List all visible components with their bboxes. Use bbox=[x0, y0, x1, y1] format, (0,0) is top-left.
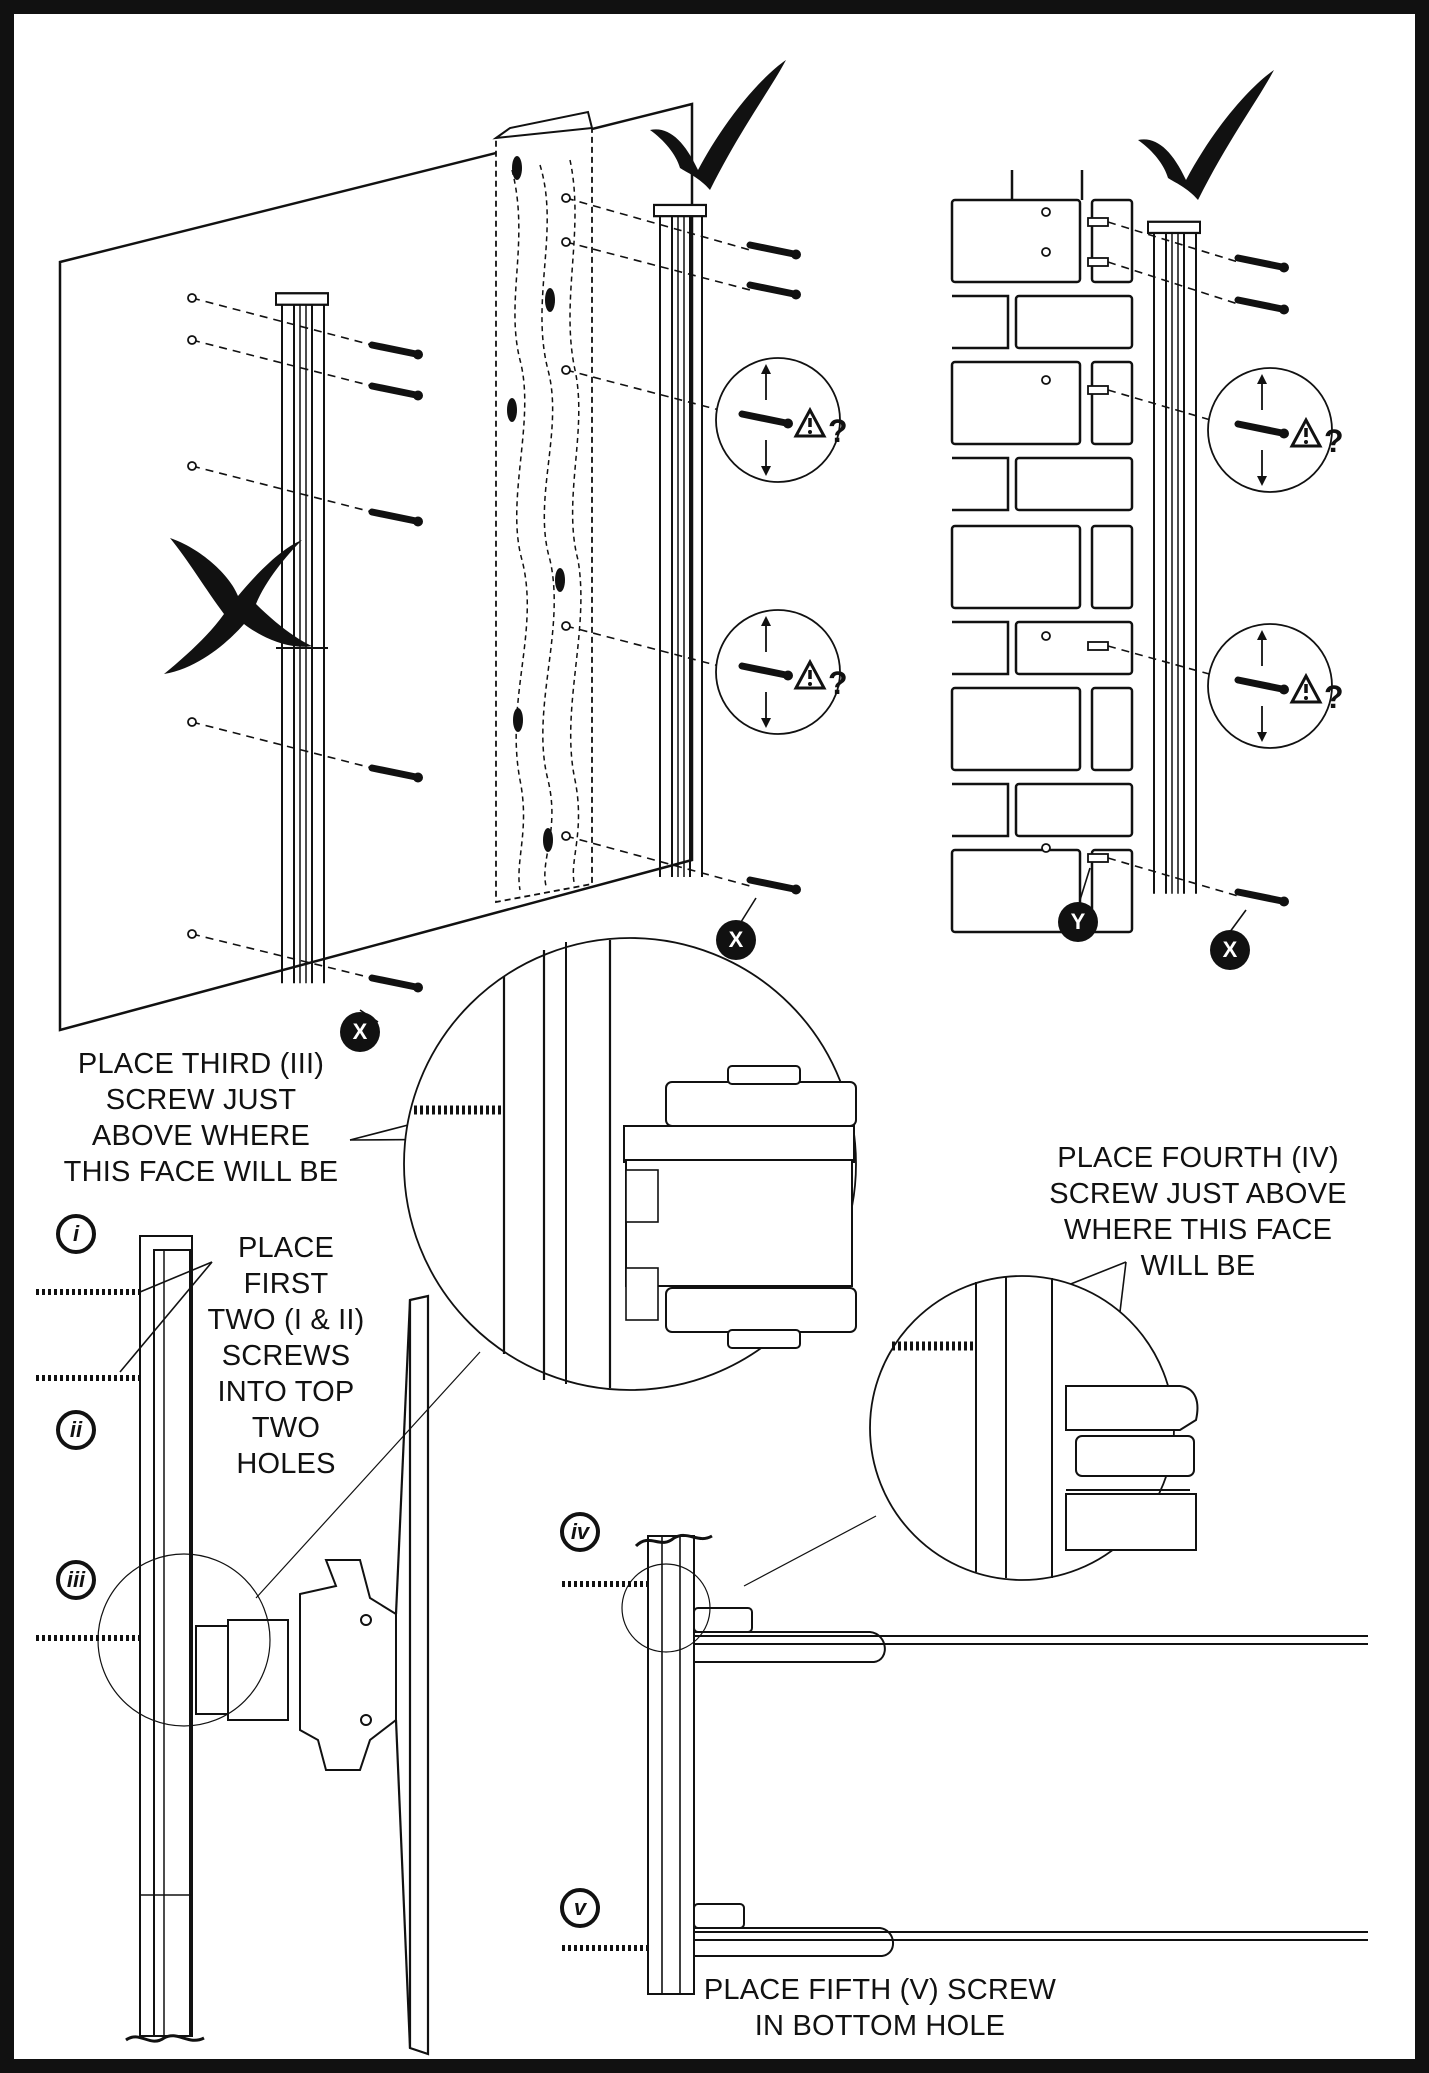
tv-bracket-side bbox=[195, 1559, 397, 1771]
check-mark-icon bbox=[1138, 70, 1274, 200]
note-third-screw: PLACE THIRD (iii) SCREW JUST ABOVE WHERE… bbox=[63, 1048, 339, 1188]
left-side-screws bbox=[36, 1289, 140, 1641]
warning-circle-mid-upper: ? bbox=[715, 357, 848, 483]
cross-mark-icon bbox=[164, 538, 312, 674]
brick-wall-plugs bbox=[1041, 207, 1109, 863]
badge-screw-v: v bbox=[560, 1888, 600, 1928]
stud-holes bbox=[561, 193, 571, 841]
warning-question: ? bbox=[1324, 679, 1344, 715]
drywall-holes bbox=[187, 293, 197, 939]
drywall-screw-guides bbox=[191, 297, 373, 979]
note-fifth-screw: PLACE FIFTH (v) SCREW IN BOTTOM HOLE bbox=[703, 1974, 1057, 2042]
badge-screw-ii: ii bbox=[56, 1410, 96, 1450]
note-fourth-screw: PLACE FOURTH (iv) SCREW JUST ABOVE WHERE… bbox=[1049, 1142, 1347, 1282]
tv-panel-side bbox=[394, 1294, 430, 2056]
drywall-panel bbox=[58, 102, 694, 1032]
brick-screws bbox=[1238, 258, 1289, 907]
warning-circle-right-upper: ? bbox=[1207, 367, 1344, 493]
badge-screw-iv: iv bbox=[560, 1512, 600, 1552]
badge-x: X bbox=[716, 920, 756, 960]
warning-question: ? bbox=[828, 665, 848, 701]
warning-question: ? bbox=[1324, 423, 1344, 459]
mounting-rail-right bbox=[1146, 220, 1202, 895]
zoom-circle-left-small bbox=[97, 1351, 481, 1727]
warning-question: ? bbox=[828, 413, 848, 449]
brick-wall bbox=[950, 170, 1134, 934]
badge-x: X bbox=[1210, 930, 1250, 970]
warning-circle-right-lower: ? bbox=[1207, 623, 1344, 749]
wall-rail-bottom-view bbox=[562, 1533, 1368, 1995]
badge-screw-iii: iii bbox=[56, 1560, 96, 1600]
wood-stud bbox=[492, 110, 594, 904]
badge-x: X bbox=[340, 1012, 380, 1052]
wall-rail-side-view bbox=[125, 1235, 205, 2043]
warning-circle-mid-lower: ? bbox=[715, 609, 848, 735]
mounting-rail-left bbox=[274, 292, 330, 985]
zoom-circle-third-screw bbox=[403, 937, 857, 1391]
zoom-circle-fourth-screw bbox=[743, 1275, 1199, 1587]
badge-y: Y bbox=[1058, 902, 1098, 942]
note-first-two-screws: PLACE FIRST TWO (i & ii) SCREWS INTO TOP… bbox=[207, 1232, 365, 1480]
badge-screw-i: i bbox=[56, 1214, 96, 1254]
check-mark-icon bbox=[650, 60, 786, 190]
stud-screws bbox=[750, 245, 801, 895]
